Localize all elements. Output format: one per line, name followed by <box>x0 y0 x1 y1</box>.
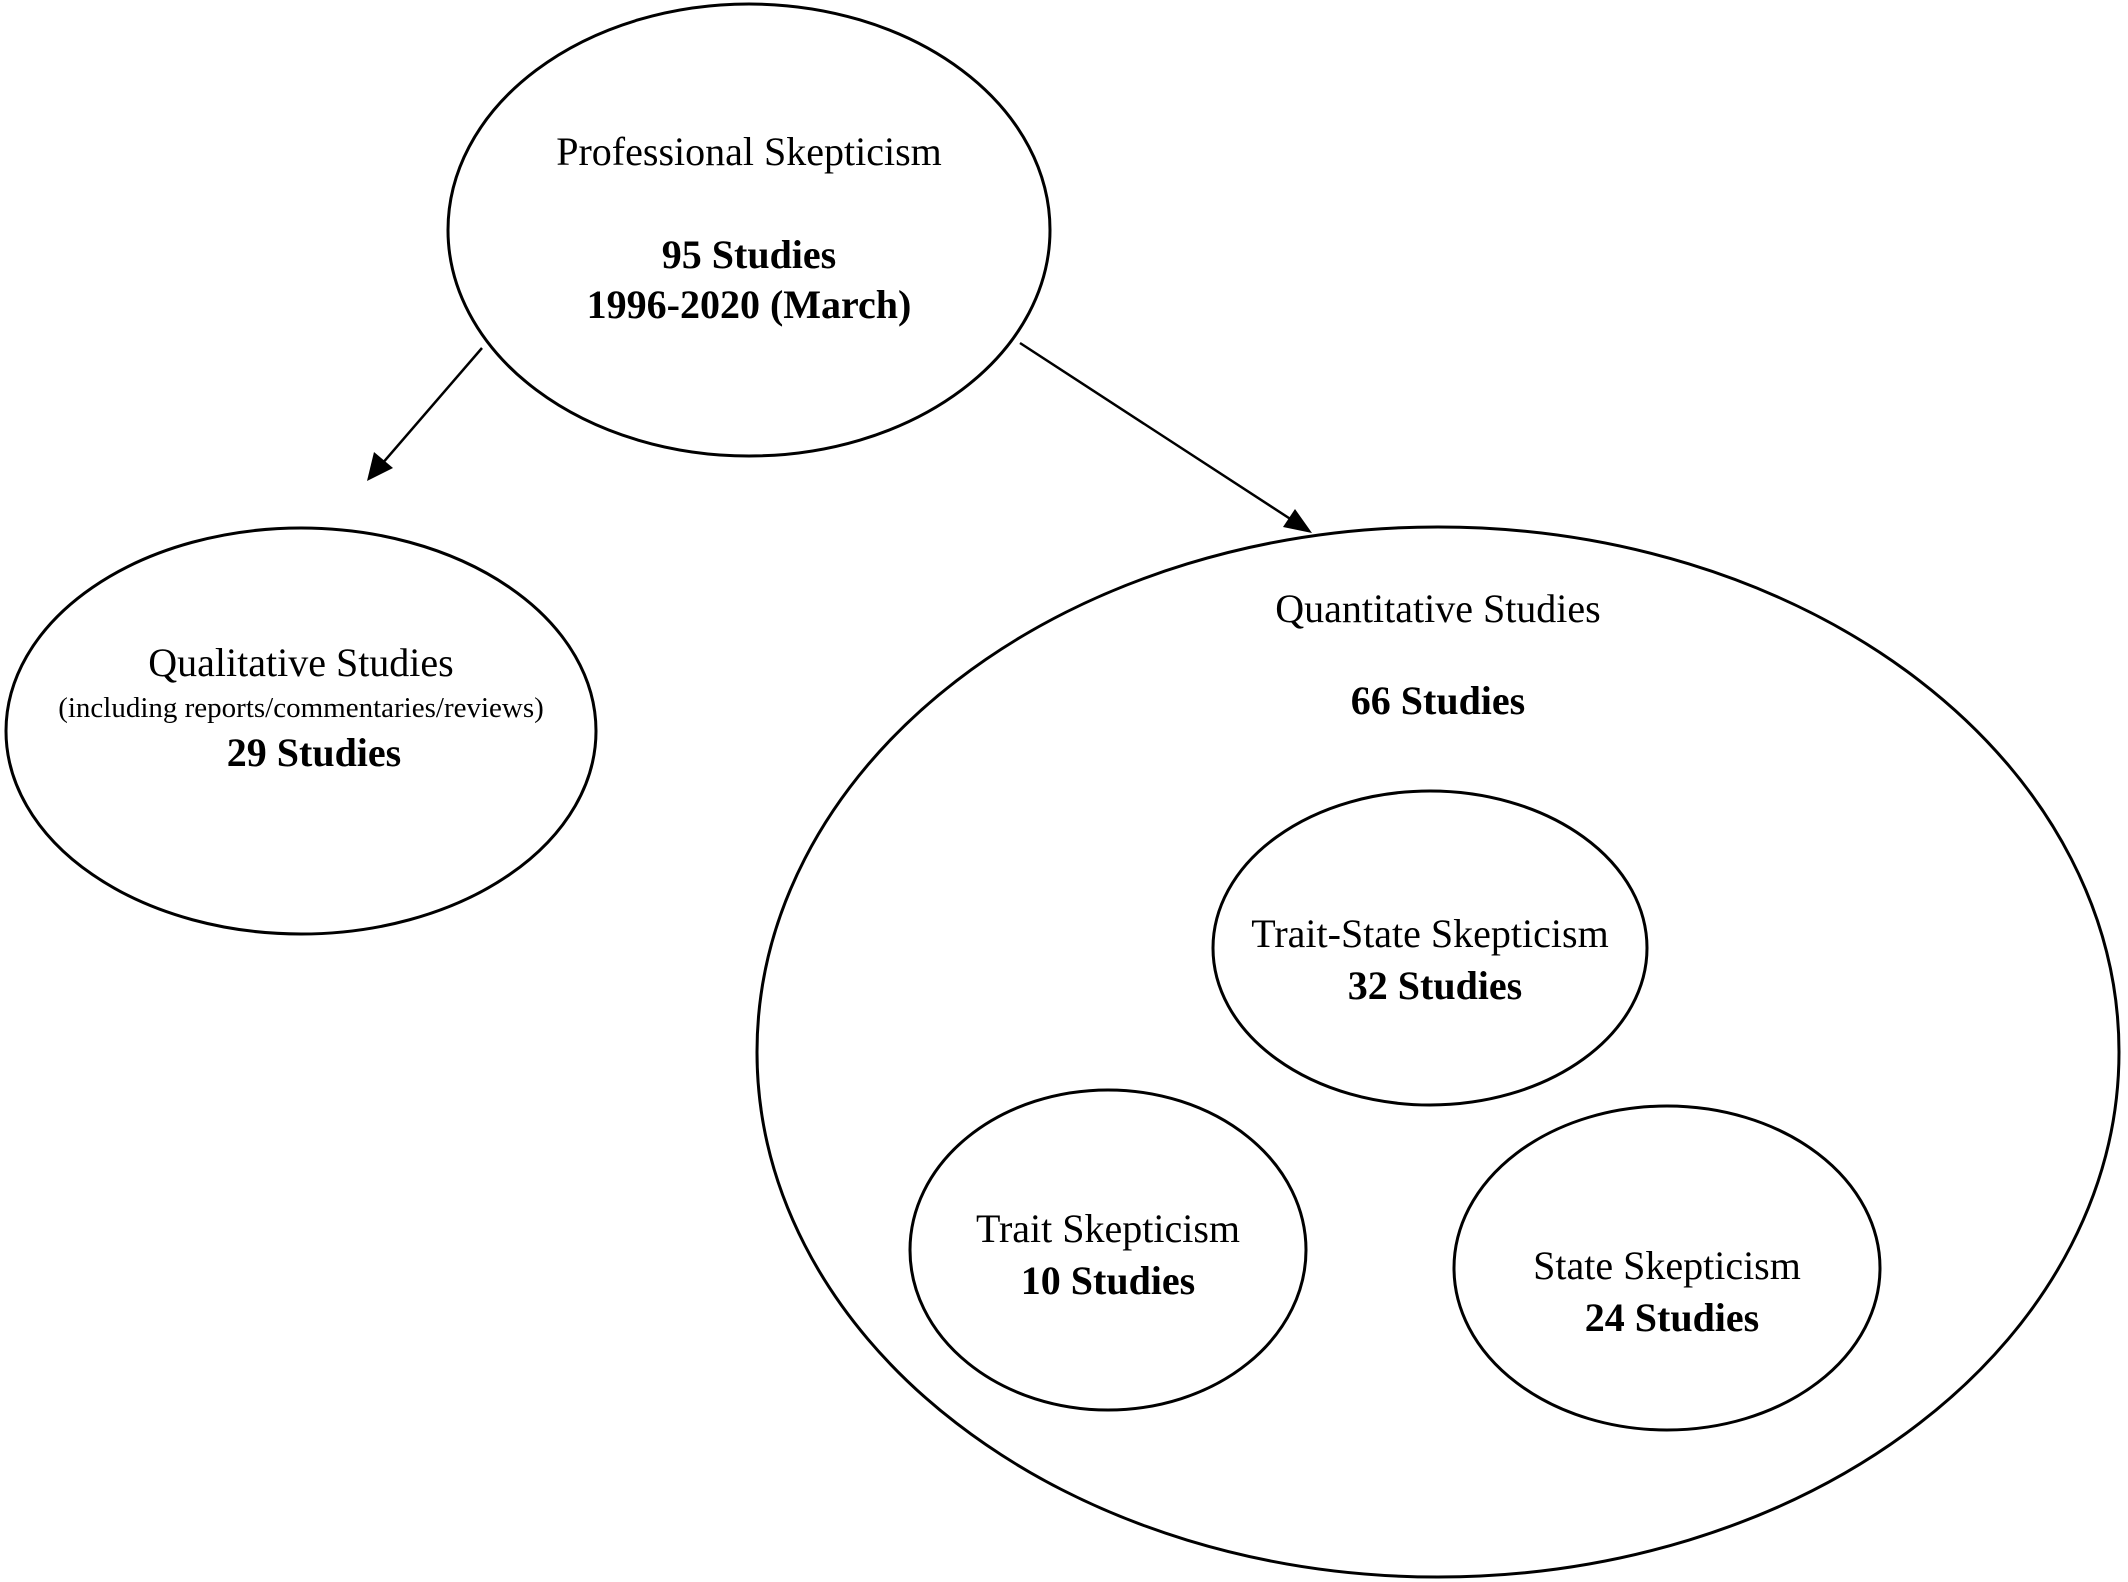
node-title: Trait-State Skepticism <box>1251 911 1608 956</box>
node-qualitative-studies: Qualitative Studies (including reports/c… <box>4 526 598 936</box>
node-count: 29 Studies <box>227 730 402 775</box>
arrow-to-quantitative <box>1019 341 1312 533</box>
node-title: Qualitative Studies <box>148 640 454 685</box>
node-state-skepticism: State Skepticism 24 Studies <box>1452 1104 1882 1432</box>
arrow-to-qualitative <box>367 347 483 481</box>
node-title: Quantitative Studies <box>1275 586 1601 631</box>
node-count: 95 Studies <box>662 232 837 277</box>
node-title: State Skepticism <box>1533 1243 1801 1288</box>
node-trait-skepticism: Trait Skepticism 10 Studies <box>908 1088 1308 1412</box>
node-count: 32 Studies <box>1348 963 1523 1008</box>
node-title: Professional Skepticism <box>556 129 942 174</box>
node-note: (including reports/commentaries/reviews) <box>58 692 544 724</box>
node-trait-state-skepticism: Trait-State Skepticism 32 Studies <box>1211 789 1649 1107</box>
node-professional-skepticism: Professional Skepticism 95 Studies 1996-… <box>446 2 1052 458</box>
node-period: 1996-2020 (March) <box>587 282 912 327</box>
node-count: 10 Studies <box>1021 1258 1196 1303</box>
node-count: 24 Studies <box>1585 1295 1760 1340</box>
node-count: 66 Studies <box>1351 678 1526 723</box>
node-title: Trait Skepticism <box>976 1206 1240 1251</box>
